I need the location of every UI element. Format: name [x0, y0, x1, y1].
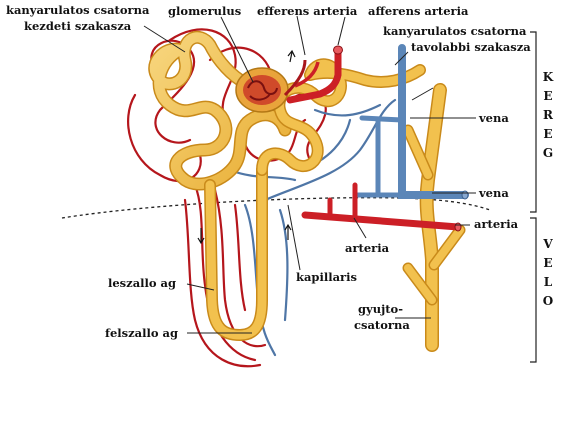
label-efferens-arteria: efferens arteria [257, 4, 358, 18]
label-kanyarulatos-tavolabbi-line1: kanyarulatos csatorna [383, 24, 527, 38]
label-glomerulus: glomerulus [168, 4, 242, 18]
label-kanyarulatos-kezdeti-line2: kezdeti szakasza [24, 19, 132, 33]
afferent-artery [286, 46, 342, 104]
region-brackets [530, 31, 537, 363]
renal-artery [301, 182, 462, 232]
leader-lines [143, 15, 476, 334]
region-label-velo: V E L O [541, 235, 555, 311]
velo-letter: O [542, 294, 554, 308]
label-afferens-arteria: afferens arteria [368, 4, 469, 18]
velo-letter: E [543, 256, 553, 270]
label-vena-lower: vena [479, 186, 509, 200]
label-kanyarulatos-tavolabbi-line2: tavolabbi szakasza [411, 40, 531, 54]
label-arteria-right: arteria [474, 217, 519, 231]
label-gyujto-line2: csatorna [354, 318, 410, 332]
kereg-letter: K [542, 70, 554, 84]
velo-letter: L [543, 275, 553, 289]
collecting-duct [402, 83, 466, 352]
kereg-letter: R [543, 108, 553, 122]
cortex-medulla-boundary [61, 197, 491, 219]
label-vena-upper: vena [479, 111, 509, 125]
label-felszallo-ag: felszallo ag [105, 326, 178, 340]
renal-vein [352, 44, 469, 200]
kereg-letter: G [542, 146, 554, 160]
kereg-letter: E [543, 89, 553, 103]
velo-letter: V [543, 237, 553, 251]
label-gyujto-line1: gyujto- [358, 302, 404, 316]
label-leszallo-ag: leszallo ag [108, 276, 177, 290]
flow-arrows [197, 49, 296, 245]
kereg-letter: E [543, 127, 553, 141]
afferent-feed [294, 61, 320, 88]
region-label-kereg: K E R E G [541, 68, 555, 163]
glomerulus-capsule [235, 67, 289, 113]
label-kanyarulatos-kezdeti-line1: kanyarulatos csatorna [6, 3, 150, 17]
label-arteria-center: arteria [345, 241, 390, 255]
label-kapillaris: kapillaris [296, 270, 357, 284]
efferent-artery [283, 59, 307, 97]
